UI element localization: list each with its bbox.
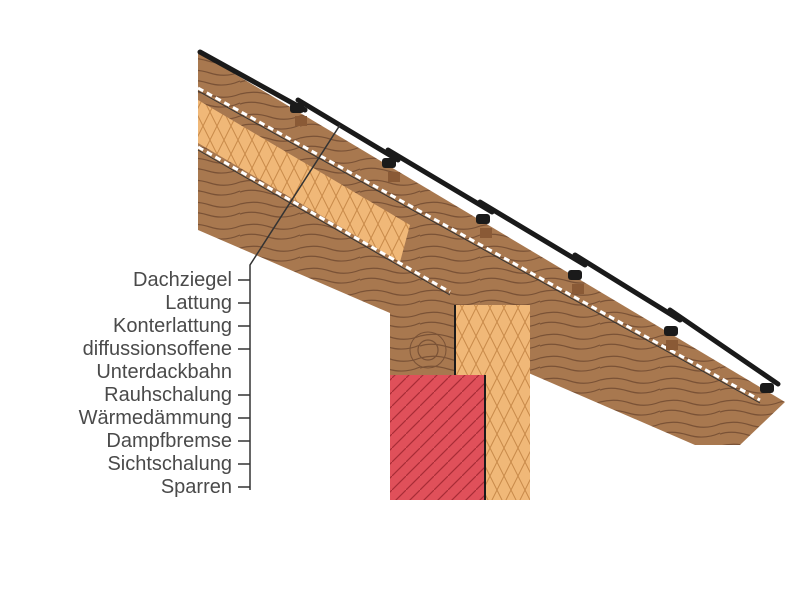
tile bbox=[385, 147, 495, 215]
post-timber bbox=[390, 310, 455, 375]
battens bbox=[295, 116, 678, 350]
tile-clip bbox=[476, 214, 490, 224]
post-grain-ring bbox=[409, 331, 447, 369]
tile-clips bbox=[290, 103, 774, 393]
batten bbox=[666, 340, 678, 350]
batten bbox=[295, 116, 307, 126]
leader-line bbox=[249, 124, 341, 490]
tile bbox=[572, 252, 683, 323]
legend-sparren: Sparren bbox=[160, 476, 232, 498]
tile bbox=[197, 49, 308, 113]
tile bbox=[295, 97, 401, 163]
legend-konterlattung: Konterlattung bbox=[113, 315, 232, 337]
underlay-membrane-edge bbox=[197, 90, 761, 404]
legend-diffussionsoffene: diffussionsoffene bbox=[82, 338, 232, 360]
legend-waermedaemmung: Wärmedämmung bbox=[78, 407, 232, 429]
legend-sichtschalung: Sichtschalung bbox=[107, 453, 232, 475]
vapor-barrier bbox=[197, 145, 451, 294]
legend-dampfbremse: Dampfbremse bbox=[106, 430, 232, 452]
tile-clip bbox=[664, 326, 678, 336]
tile bbox=[477, 199, 588, 268]
batten bbox=[572, 284, 584, 294]
legend-lattung: Lattung bbox=[165, 292, 232, 314]
roof-tiles bbox=[197, 49, 781, 387]
legend-dachziegel: Dachziegel bbox=[133, 269, 232, 291]
tile-clip bbox=[568, 270, 582, 280]
rafter-body bbox=[198, 52, 785, 445]
legend-rauhschalung: Rauhschalung bbox=[104, 384, 232, 406]
batten bbox=[480, 228, 492, 238]
legend-unterdackbahn: Unterdackbahn bbox=[96, 361, 232, 383]
tile bbox=[667, 307, 781, 387]
leader-ticks bbox=[238, 279, 250, 488]
batten bbox=[388, 172, 400, 182]
vapor-barrier-edge bbox=[197, 149, 451, 296]
tile-clip bbox=[382, 158, 396, 168]
post-grain-ring bbox=[417, 339, 439, 361]
tile-clip bbox=[760, 383, 774, 393]
tile-clip bbox=[290, 103, 304, 113]
brick-wall bbox=[390, 375, 485, 500]
